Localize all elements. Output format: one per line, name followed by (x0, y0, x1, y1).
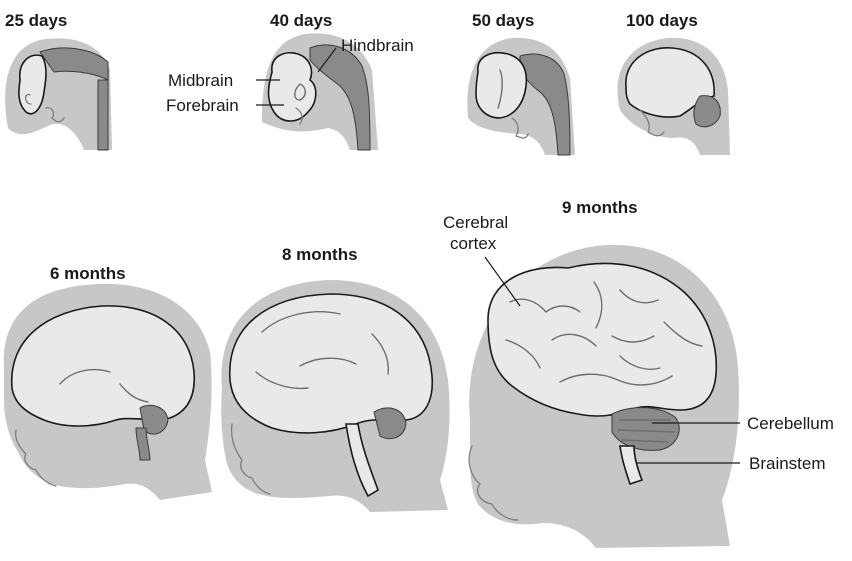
midbrain-label: Midbrain (168, 71, 233, 90)
head-8-months (221, 280, 449, 512)
stage-label-8-months: 8 months (282, 245, 358, 264)
cerebral-cortex-label-line1: Cerebral (443, 213, 508, 232)
head-6-months (4, 284, 212, 500)
stage-label-6-months: 6 months (50, 264, 126, 283)
stage-label-9-months: 9 months (562, 198, 638, 217)
embryo-50-days (467, 38, 575, 155)
fetus-100-days (617, 38, 730, 155)
embryo-25-days (5, 38, 112, 150)
cerebral-cortex-label-line2: cortex (450, 234, 497, 253)
hindbrain-label: Hindbrain (341, 36, 414, 55)
stage-label-100-days: 100 days (626, 11, 698, 30)
forebrain-label: Forebrain (166, 96, 239, 115)
cerebellum-label: Cerebellum (747, 414, 834, 433)
head-9-months (469, 245, 739, 548)
brainstem-label: Brainstem (749, 454, 826, 473)
stage-label-25-days: 25 days (5, 11, 67, 30)
stage-label-50-days: 50 days (472, 11, 534, 30)
stage-label-40-days: 40 days (270, 11, 332, 30)
